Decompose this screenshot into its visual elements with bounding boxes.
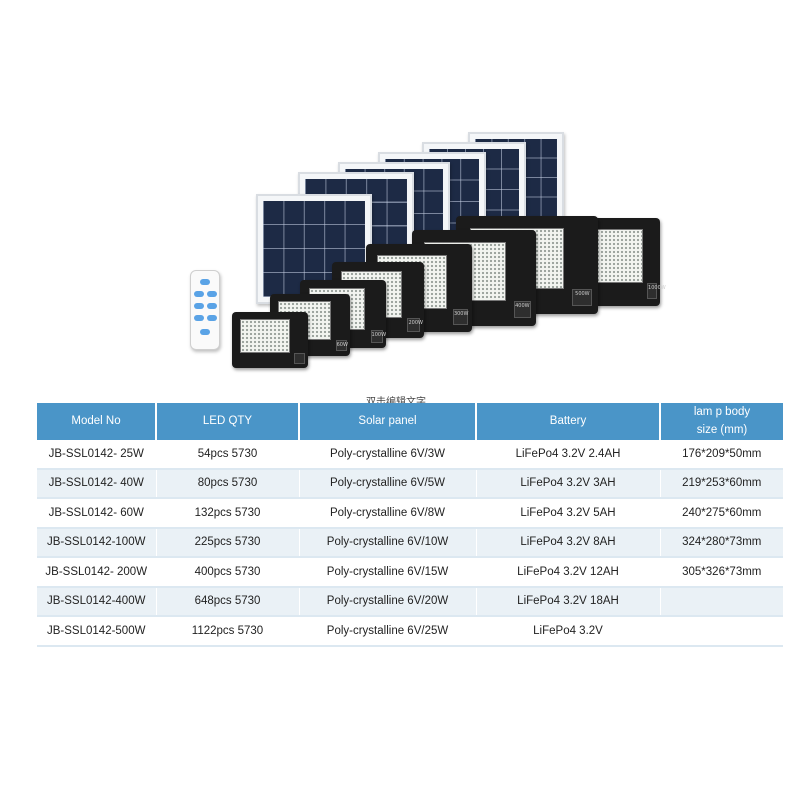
- cell-battery: LiFePo4 3.2V 2.4AH: [476, 440, 661, 469]
- cell-led-qty: 80pcs 5730: [156, 468, 300, 498]
- cell-led-qty: 132pcs 5730: [156, 498, 300, 528]
- lamp-watt-label: 100W: [371, 332, 387, 339]
- lamp-watt-label: 200W: [408, 320, 423, 327]
- header-model: Model No: [37, 403, 157, 440]
- cell-size: 219*253*60mm: [660, 468, 783, 498]
- cell-battery: LiFePo4 3.2V 8AH: [476, 527, 661, 557]
- lamp-watt-label: 300W: [453, 311, 469, 318]
- header-lamp-size: lam p body size (mm): [660, 403, 783, 440]
- cell-size: 305*326*73mm: [660, 557, 783, 587]
- header-battery: Battery: [476, 403, 661, 440]
- table-row: JB-SSL0142-400W 648pcs 5730 Poly-crystal…: [37, 586, 783, 616]
- cell-size: [660, 616, 783, 646]
- flood-lamp: [232, 312, 308, 368]
- lamp-watt-label: 1000W: [648, 285, 666, 292]
- lamp-watt-label: 400W: [515, 303, 530, 310]
- cell-size: 176*209*50mm: [660, 440, 783, 469]
- cell-solar-panel: Poly-crystalline 6V/5W: [299, 468, 477, 498]
- cell-battery: LiFePo4 3.2V 5AH: [476, 498, 661, 528]
- cell-battery: LiFePo4 3.2V: [476, 616, 661, 646]
- cell-led-qty: 54pcs 5730: [156, 440, 300, 469]
- table-row: JB-SSL0142- 60W 132pcs 5730 Poly-crystal…: [37, 498, 783, 528]
- table-row: JB-SSL0142- 200W 400pcs 5730 Poly-crysta…: [37, 557, 783, 587]
- header-led-qty: LED QTY: [156, 403, 300, 440]
- cell-battery: LiFePo4 3.2V 18AH: [476, 586, 661, 616]
- cell-model: JB-SSL0142-500W: [37, 616, 157, 646]
- edit-text-caption: 双击编辑文字: [366, 393, 426, 408]
- remote-control: [190, 270, 220, 350]
- cell-led-qty: 1122pcs 5730: [156, 616, 300, 646]
- cell-solar-panel: Poly-crystalline 6V/25W: [299, 616, 477, 646]
- cell-led-qty: 225pcs 5730: [156, 527, 300, 557]
- cell-model: JB-SSL0142- 60W: [37, 498, 157, 528]
- product-photo: 1000W 500W 400W 300W 200W 100W 60W: [150, 120, 670, 370]
- cell-model: JB-SSL0142-100W: [37, 527, 157, 557]
- table-row: JB-SSL0142- 40W 80pcs 5730 Poly-crystall…: [37, 468, 783, 498]
- cell-battery: LiFePo4 3.2V 3AH: [476, 468, 661, 498]
- cell-model: JB-SSL0142- 200W: [37, 557, 157, 587]
- lamp-watt-label: 60W: [336, 341, 348, 348]
- cell-model: JB-SSL0142- 40W: [37, 468, 157, 498]
- lamp-watt-label: 500W: [575, 290, 590, 297]
- table-row: JB-SSL0142- 25W 54pcs 5730 Poly-crystall…: [37, 440, 783, 469]
- cell-battery: LiFePo4 3.2V 12AH: [476, 557, 661, 587]
- cell-solar-panel: Poly-crystalline 6V/10W: [299, 527, 477, 557]
- table-row: JB-SSL0142-500W 1122pcs 5730 Poly-crysta…: [37, 616, 783, 646]
- cell-model: JB-SSL0142-400W: [37, 586, 157, 616]
- cell-size: 324*280*73mm: [660, 527, 783, 557]
- cell-model: JB-SSL0142- 25W: [37, 440, 157, 469]
- cell-solar-panel: Poly-crystalline 6V/15W: [299, 557, 477, 587]
- cell-solar-panel: Poly-crystalline 6V/3W: [299, 440, 477, 469]
- cell-led-qty: 400pcs 5730: [156, 557, 300, 587]
- spec-table: Model No LED QTY Solar panel Battery lam…: [37, 403, 783, 647]
- cell-size: [660, 586, 783, 616]
- table-row: JB-SSL0142-100W 225pcs 5730 Poly-crystal…: [37, 527, 783, 557]
- cell-solar-panel: Poly-crystalline 6V/8W: [299, 498, 477, 528]
- cell-led-qty: 648pcs 5730: [156, 586, 300, 616]
- header-lamp-size-text: lam p body size (mm): [693, 406, 751, 436]
- table-header-row: Model No LED QTY Solar panel Battery lam…: [37, 403, 783, 440]
- cell-solar-panel: Poly-crystalline 6V/20W: [299, 586, 477, 616]
- cell-size: 240*275*60mm: [660, 498, 783, 528]
- flood-lamp: 1000W: [588, 218, 666, 306]
- header-solar-panel: Solar panel: [299, 403, 477, 440]
